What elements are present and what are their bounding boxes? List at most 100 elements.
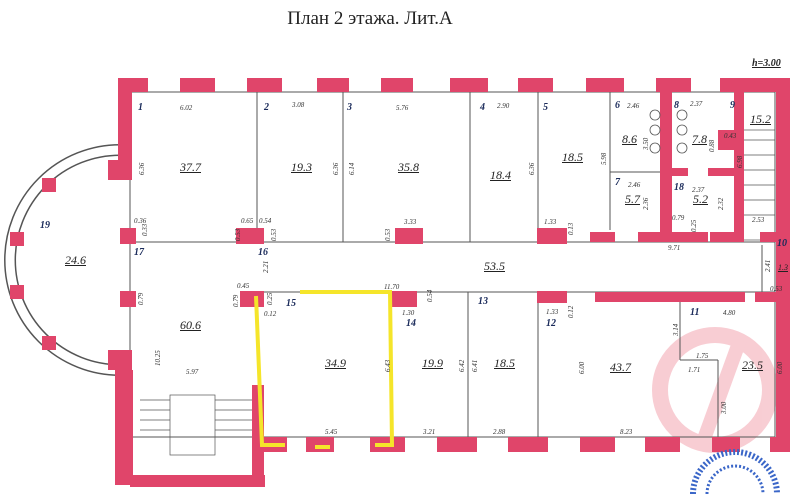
dimension-label: 6.36 — [332, 162, 340, 175]
watermark-logo — [652, 327, 778, 453]
room-area: 34.9 — [325, 356, 346, 370]
room-area: 1.3 — [778, 263, 788, 272]
dimension-label: 2.37 — [690, 100, 703, 108]
dimension-label: 0.54 — [426, 289, 434, 302]
dimension-label: 6.00 — [578, 361, 586, 374]
dimension-label: 2.36 — [642, 197, 650, 210]
room-number: 5 — [543, 102, 548, 113]
dimension-label: 3.33 — [404, 218, 417, 226]
dimension-label: 0.79 — [232, 294, 240, 307]
dimension-label: 6.00 — [776, 361, 784, 374]
dimension-label: 0.36 — [134, 217, 147, 225]
dimension-label: 2.32 — [717, 197, 725, 210]
dimension-label: 0.53 — [234, 228, 242, 241]
room-area: 35.8 — [398, 160, 419, 174]
dimension-label: 3.50 — [642, 137, 650, 150]
dimension-label: 0.53 — [384, 228, 392, 241]
room-number: 7 — [615, 177, 620, 188]
dimension-label: 0.43 — [724, 132, 737, 140]
room-area: 5.7 — [625, 192, 640, 206]
dimension-label: 1.33 — [546, 308, 559, 316]
dimension-label: 10.25 — [154, 350, 162, 366]
dimension-label: 0.12 — [264, 310, 277, 318]
dimension-label: 0.79 — [672, 214, 685, 222]
dimension-label: 8.23 — [620, 428, 633, 436]
room-area: 43.7 — [610, 360, 631, 374]
room-number: 18 — [674, 182, 684, 193]
room-area: 19.9 — [422, 356, 443, 370]
height-label: h=3.00 — [752, 58, 781, 69]
dimension-label: 3.08 — [292, 101, 305, 109]
dimension-label: 1.71 — [688, 366, 701, 374]
toilet-fixtures — [649, 109, 688, 154]
room-number: 17 — [134, 247, 144, 258]
room-number: 9 — [730, 100, 735, 111]
dimension-label: 6.14 — [348, 162, 356, 175]
dimension-label: 6.41 — [471, 359, 479, 372]
room-number: 14 — [406, 318, 416, 329]
room-area: 60.6 — [180, 318, 201, 332]
dimension-label: 0.65 — [241, 217, 254, 225]
room-number: 10 — [777, 238, 787, 249]
dimension-label: 5.76 — [396, 104, 409, 112]
room-area: 18.5 — [562, 150, 583, 164]
dimension-label: 2.21 — [262, 260, 270, 273]
dimension-label: 0.88 — [708, 139, 716, 152]
room-area: 24.6 — [65, 253, 86, 267]
room-area: 15.2 — [750, 112, 771, 126]
dimension-label: 1.30 — [402, 309, 415, 317]
room-number: 3 — [347, 102, 352, 113]
dimension-label: 2.41 — [764, 259, 772, 272]
dimension-label: 0.54 — [259, 217, 272, 225]
room-area: 23.5 — [742, 358, 763, 372]
plan-title: План 2 этажа. Лит.А — [287, 8, 453, 29]
dimension-label: 2.37 — [692, 186, 705, 194]
dimension-label: 6.98 — [736, 155, 744, 168]
room-area: 19.3 — [291, 160, 312, 174]
dimension-label: 0.53 — [770, 285, 783, 293]
rotunda-wall — [4, 144, 121, 376]
room-number: 19 — [40, 220, 50, 231]
dimension-label: 3.21 — [423, 428, 436, 436]
dimension-label: 2.46 — [627, 102, 640, 110]
room-area: 5.2 — [693, 192, 708, 206]
dimension-label: 5.97 — [186, 368, 199, 376]
dimension-label: 9.71 — [668, 244, 681, 252]
room-number: 13 — [478, 296, 488, 307]
dimension-label: 6.36 — [528, 162, 536, 175]
room-area: 8.6 — [622, 132, 637, 146]
room-number: 1 — [138, 102, 143, 113]
dimension-label: 2.46 — [628, 181, 641, 189]
dimension-label: 5.98 — [600, 152, 608, 165]
stairs — [140, 129, 776, 456]
highlighted-room-outline — [254, 290, 395, 449]
official-stamp — [690, 449, 780, 495]
dimension-label: 2.88 — [493, 428, 506, 436]
dimension-label: 1.75 — [696, 352, 709, 360]
dimension-label: 0.25 — [266, 292, 274, 305]
dimension-label: 6.43 — [384, 359, 392, 372]
dimension-label: 0.53 — [270, 228, 278, 241]
room-area: 18.4 — [490, 168, 511, 182]
dimension-label: 0.33 — [141, 223, 149, 236]
dimension-label: 5.45 — [325, 428, 338, 436]
dimension-label: 3.00 — [720, 401, 728, 414]
room-area: 7.8 — [692, 132, 707, 146]
room-number: 15 — [286, 298, 296, 309]
dimension-label: 0.12 — [567, 305, 575, 318]
dimension-label: 0.13 — [567, 222, 575, 235]
dimension-label: 11.70 — [384, 283, 400, 291]
room-area: 37.7 — [180, 160, 201, 174]
room-number: 6 — [615, 100, 620, 111]
dimension-label: 0.25 — [690, 219, 698, 232]
room-number: 4 — [480, 102, 485, 113]
dimension-label: 3.14 — [672, 323, 680, 336]
room-area: 18.5 — [494, 356, 515, 370]
room-number: 2 — [264, 102, 269, 113]
dimension-label: 6.02 — [180, 104, 193, 112]
partition-lines — [129, 91, 776, 438]
dimension-label: 2.53 — [752, 216, 765, 224]
dimension-label: 1.33 — [544, 218, 557, 226]
